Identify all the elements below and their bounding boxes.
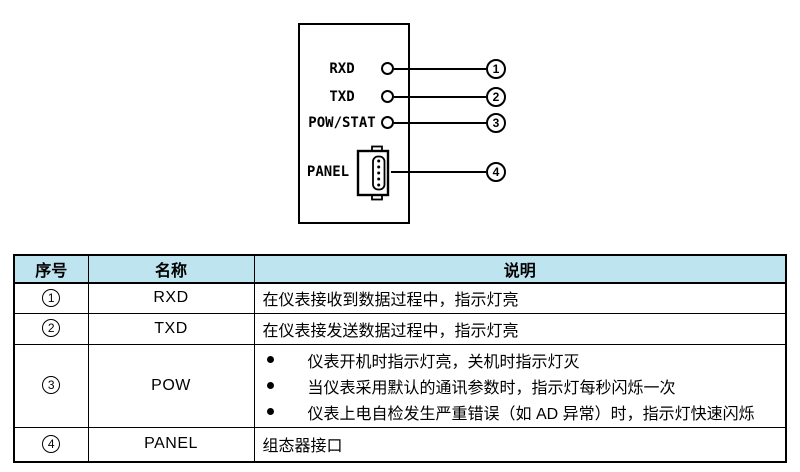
row-desc-rxd: 在仪表接收到数据过程中，指示灯亮	[253, 282, 787, 314]
row-name-panel: PANEL	[87, 426, 255, 463]
table-row-rxd: 1 RXD 在仪表接收到数据过程中，指示灯亮	[13, 282, 787, 314]
callout-number-3: 3	[486, 113, 506, 133]
pow-bullet-line: 仪表上电自检发生严重错误（如 AD 异常）时，指示灯快速闪烁	[255, 399, 785, 425]
device-panel-diagram: RXD 1 TXD 2 POW/STAT 3 PANEL 4	[298, 23, 506, 224]
callout-line-3	[394, 122, 486, 124]
pow-bullet-text-1: 仪表开机时指示灯亮，关机时指示灯灭	[307, 353, 580, 371]
callout-number-1: 1	[486, 59, 506, 79]
row-name-rxd: RXD	[87, 282, 255, 314]
pow-bullet-text-3: 仪表上电自检发生严重错误（如 AD 异常）时，指示灯快速闪烁	[307, 405, 755, 423]
row-number-1: 1	[42, 289, 61, 308]
row-number-3: 3	[42, 376, 61, 395]
table-row-txd: 2 TXD 在仪表接发送数据过程中，指示灯亮	[13, 312, 787, 345]
callout-line-1	[394, 68, 486, 70]
row-desc-pow: 仪表开机时指示灯亮，关机时指示灯灭 当仪表采用默认的通讯参数时，指示灯每秒闪烁一…	[253, 343, 787, 428]
row-desc-panel: 组态器接口	[253, 426, 787, 463]
indicator-label-txd: TXD	[329, 89, 355, 105]
row-name-pow: POW	[87, 343, 255, 428]
rxd-led-icon	[381, 62, 394, 75]
callout-line-2	[394, 96, 486, 98]
mini-usb-connector-icon	[356, 145, 390, 201]
indicator-label-rxd: RXD	[329, 61, 355, 77]
pow-stat-led-icon	[381, 116, 394, 129]
indicator-label-pow-stat: POW/STAT	[308, 115, 376, 131]
header-name: 名称	[87, 254, 255, 284]
row-number-4: 4	[42, 435, 61, 454]
bullet-icon	[266, 408, 274, 415]
callout-number-4: 4	[486, 162, 506, 182]
row-name-txd: TXD	[87, 312, 255, 345]
pow-bullet-line: 当仪表采用默认的通讯参数时，指示灯每秒闪烁一次	[255, 373, 785, 399]
row-desc-txd: 在仪表接发送数据过程中，指示灯亮	[253, 312, 787, 345]
bullet-icon	[266, 356, 274, 363]
indicator-label-panel: PANEL	[306, 164, 350, 180]
row-number-2: 2	[42, 319, 61, 338]
callout-line-4	[391, 171, 486, 173]
header-description: 说明	[253, 254, 787, 284]
table-row-pow: 3 POW 仪表开机时指示灯亮，关机时指示灯灭 当仪表采用默认的通讯参数时，指示…	[13, 343, 787, 428]
callout-number-2: 2	[486, 87, 506, 107]
table-header-row: 序号 名称 说明	[13, 254, 787, 284]
bullet-icon	[266, 382, 274, 389]
header-index: 序号	[13, 254, 89, 284]
table-row-panel: 4 PANEL 组态器接口	[13, 426, 787, 463]
pow-bullet-text-2: 当仪表采用默认的通讯参数时，指示灯每秒闪烁一次	[307, 379, 676, 397]
pow-bullet-line: 仪表开机时指示灯亮，关机时指示灯灭	[255, 347, 785, 373]
txd-led-icon	[381, 90, 394, 103]
indicator-description-table: 序号 名称 说明 1 RXD 在仪表接收到数据过程中，指示灯亮 2 TXD 在仪…	[13, 254, 787, 463]
